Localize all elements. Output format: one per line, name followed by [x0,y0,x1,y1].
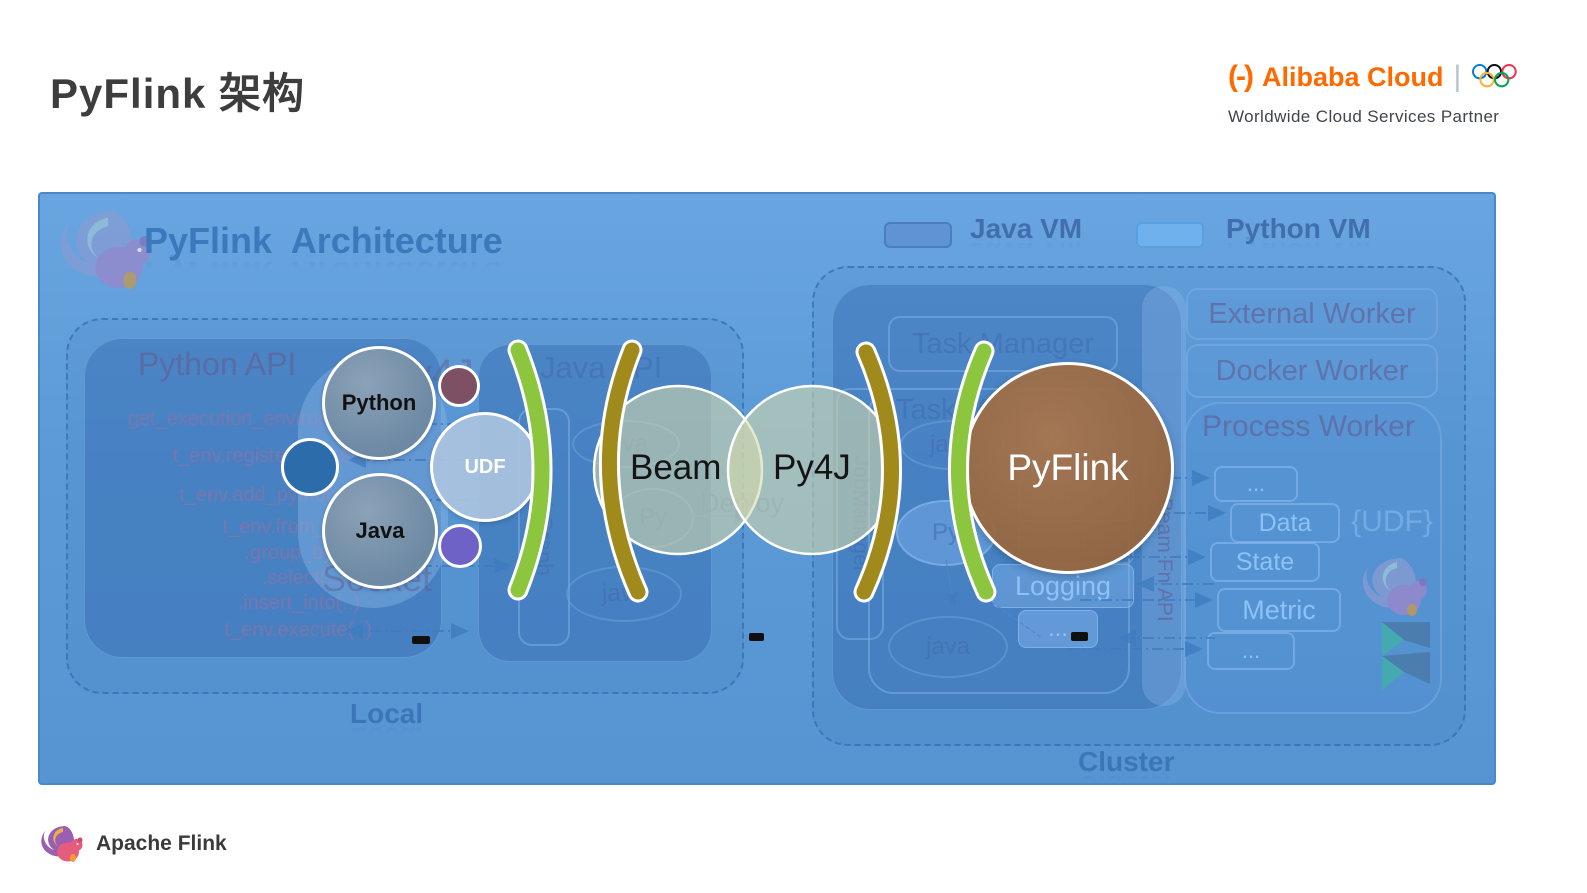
dash-mark [1071,632,1088,641]
olympic-rings-icon [1472,63,1517,88]
cluster-dots-box: ... [1018,610,1098,648]
java-api-title: Java API [540,350,663,385]
process-worker-title: Process Worker [1202,410,1415,443]
page-title: PyFlink 架构 [50,70,306,117]
py4j-venn-label: Py4J [773,448,851,487]
alibaba-tagline: Worldwide Cloud Services Partner [1228,107,1500,126]
dash-mark [749,633,764,641]
udf-circle: UDF [430,412,540,522]
beam-venn-label: Beam [630,448,722,487]
task-manager-top-box: Task Manager [888,316,1118,372]
process-worker-item: Metric [1217,588,1341,632]
flink-beam-logo-icon [1362,558,1430,690]
docker-worker-box: Docker Worker [1186,344,1438,398]
beam-py4j-venn [592,384,898,556]
flink-squirrel-icon [61,211,151,289]
diagram-title: PyFlink Architecture [144,220,503,261]
java-circle: Java [322,473,438,589]
alibaba-logo-icon: (-) [1228,60,1254,93]
apache-flink-logo-icon [41,826,83,862]
py4j-dot-circle [438,365,480,407]
beam-fn-api-label: Beam Fn API [1153,498,1176,622]
alibaba-company-name: Alibaba Cloud [1261,61,1444,92]
process-worker-item: ... [1214,466,1298,502]
cluster-label: Cluster [1078,746,1175,777]
method-item: .select(..) [261,567,344,589]
method-item: t_env.execute(..) [224,619,372,641]
process-worker-item: ... [1207,632,1295,670]
socket-purple-dot-circle [438,524,482,568]
legend-label-java-vm: Java VM [970,213,1083,244]
dash-mark [412,636,430,644]
footer-label: Apache Flink [96,832,227,855]
legend-label-python-vm: Python VM [1226,213,1371,244]
legend-swatch-java-vm [884,222,952,248]
pyflink-circle: PyFlink [962,362,1174,574]
process-worker-udf-label: {UDF} [1351,505,1433,538]
python-api-title: Python API [138,346,297,382]
alibaba-brand-block: (-) Alibaba Cloud | Worldwide Cloud Serv… [1228,55,1518,127]
brand-separator: | [1453,60,1462,93]
external-worker-box: External Worker [1186,288,1438,340]
python-circle: Python [322,346,436,460]
socket-dot-circle [281,438,339,496]
method-item: .insert_into(..) [237,592,360,614]
local-label: Local [350,698,424,729]
process-worker-item: State [1210,542,1320,582]
legend-swatch-python-vm [1136,222,1204,248]
cluster-java-ellipse-bottom: java [888,616,1008,678]
